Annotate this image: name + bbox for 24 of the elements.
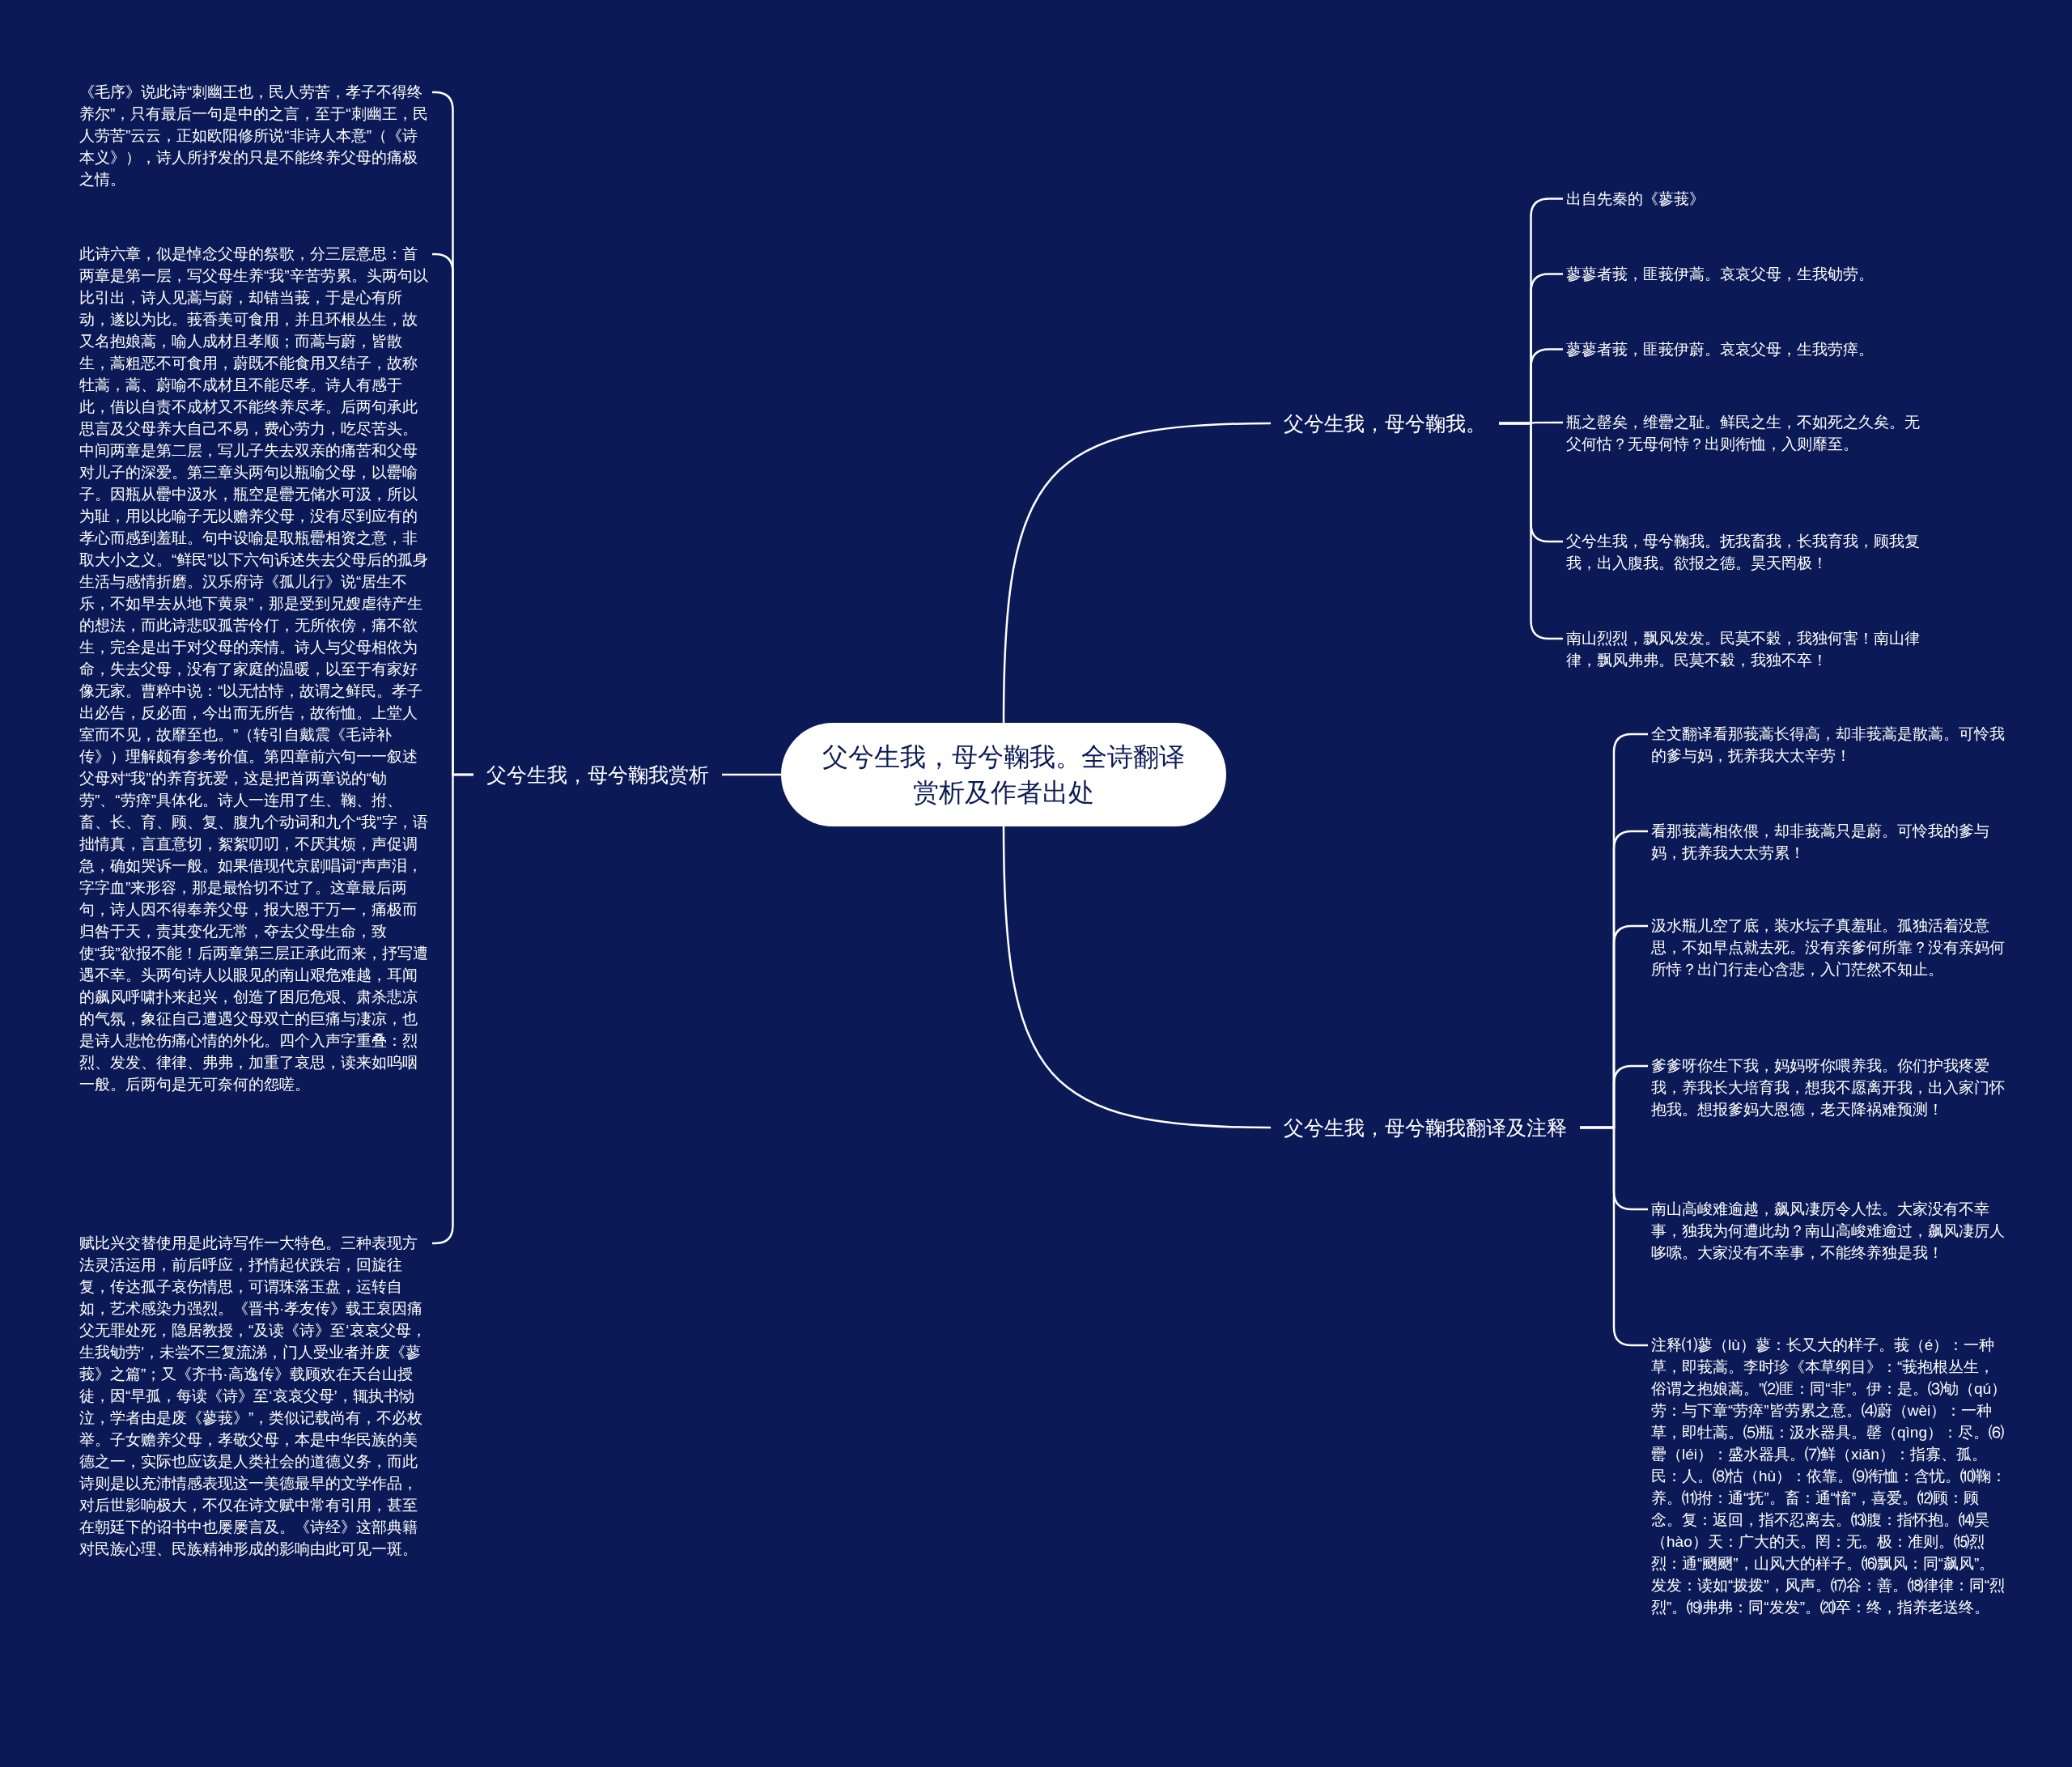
- connector-line: [1002, 422, 1272, 723]
- branch-topic: 父兮生我，母兮鞠我翻译及注释: [1271, 1111, 1580, 1144]
- leaf-text: 父兮生我，母兮鞠我。抚我畜我，长我育我，顾我复我，出入腹我。欲报之德。昊天罔极！: [1566, 530, 1922, 574]
- leaf-text: 出自先秦的《蓼莪》: [1566, 188, 1922, 210]
- leaf-text: 赋比兴交替使用是此诗写作一大特色。三种表现方法灵活运用，前后呼应，抒情起伏跌宕，回旋往复，传达孤子哀伤情思，可谓珠落玉盘，运转自如，艺术感染力强烈。《晋书·孝友传》载王裒因痛父无罪处死，隐居教授，“及读《诗》至‘哀哀父母，生我劬劳’，未尝不三复流涕，门人受业者并废《蓼莪》之篇”；又《齐书·高逸传》载顾欢在天台山授徒，因“早孤，每读《诗》至‘哀哀父母’，辄执书恸泣，学者由是废《蓼莪》”，类似记载尚有，不必枚举。子女赡养父母，孝敬父母，本是中华民族的美德之一，实际也应该是人类社会的道德义务，而此诗则是以充沛情感表现这一美德最早的文学作品，对后世影响极大，不仅在诗文赋中常有引用，甚至在朝廷下的诏书中也屡屡言及。《诗经》这部典籍对民族心理、民族精神形成的影响由此可见一斑。: [79, 1232, 429, 1560]
- leaf-text: 此诗六章，似是悼念父母的祭歌，分三层意思：首两章是第一层，写父母生养“我”辛苦劳累。头两句以比引出，诗人见蒿与蔚，却错当莪，于是心有所动，遂以为比。莪香美可食用，并且环根丛生，故又名抱娘蒿，喻人成材且孝顺；而蒿与蔚，皆散生，蒿粗恶不可食用，蔚既不能食用又结子，故称牡蒿，蒿、蔚喻不成材且不能尽孝。诗人有感于此，借以自责不成材又不能终养尽孝。后两句承此思言及父母养大自己不易，费心劳力，吃尽苦头。中间两章是第二层，写儿子失去双亲的痛苦和父母对儿子的深爱。第三章头两句以瓶喻父母，以罍喻子。因瓶从罍中汲水，瓶空是罍无储水可汲，所以为耻，用以比喻子无以赡养父母，没有尽到应有的孝心而感到羞耻。句中设喻是取瓶罍相资之意，非取大小之义。“鲜民”以下六句诉述失去父母后的孤身生活与感情折磨。汉乐府诗《孤儿行》说“居生不乐，不如早去从地下黄泉”，那是受到兄嫂虐待产生的想法，而此诗悲叹孤苦伶仃，无所依傍，痛不欲生，完全是出于对父母的亲情。诗人与父母相依为命，失去父母，没有了家庭的温暖，以至于有家好像无家。曹粹中说：“以无怙恃，故谓之鲜民。孝子出必告，反必面，今出而无所告，故衔恤。上堂人室而不见，故靡至也。”（转引自戴震《毛诗补传》）理解颇有参考价值。第四章前六句一一叙述父母对“我”的养育抚爱，这是把首两章说的“劬劳”、“劳瘁”具体化。诗人一连用了生、鞠、拊、畜、长、育、顾、复、腹九个动词和九个“我”字，语拙情真，言直意切，絮絮叨叨，不厌其烦，声促调急，确如哭诉一般。如果借现代京剧唱词“声声泪，字字血”来形容，那是最恰切不过了。这章最后两句，诗人因不得奉养父母，报大恩于万一，痛极而归咎于天，责其变化无常，夺去父母生命，致使“我”欲报不能！后两章第三层正承此而来，抒写遭遇不幸。头两句诗人以眼见的南山艰危难越，耳闻的飙风呼啸扑来起兴，创造了困厄危艰、肃杀悲凉的气氛，象征自己遭遇父母双亡的巨痛与凄凉，也是诗人悲怆伤痛心情的外化。四个入声字重叠：烈烈、发发、律律、弗弗，加重了哀思，读来如呜咽一般。后两句是无可奈何的怨嗟。: [79, 243, 429, 1095]
- branch-topic: 父兮生我，母兮鞠我赏析: [473, 758, 722, 791]
- connector-line: [722, 773, 781, 776]
- leaf-text: 看那莪蒿相依偎，却非莪蒿只是蔚。可怜我的爹与妈，抚养我大太劳累！: [1651, 820, 2007, 864]
- branch-topic: 父兮生我，母兮鞠我。: [1271, 407, 1499, 440]
- leaf-text: 南山高峻难逾越，飙风凄厉令人怯。大家没有不幸事，独我为何遭此劫？南山高峻难逾过，飙风凄厉人哆嗦。大家没有不幸事，不能终养独是我！: [1651, 1198, 2007, 1264]
- leaf-text: 注释⑴蓼（lù）蓼：长又大的样子。莪（é）：一种草，即莪蒿。李时珍《本草纲目》：“莪抱根丛生，俗谓之抱娘蒿。”⑵匪：同“非”。伊：是。⑶劬（qú）劳：与下章“劳瘁”皆劳累之意。⑷蔚（wèi）：一种草，即牡蒿。⑸瓶：汲水器具。罄（qìng）：尽。⑹罍（léi）：盛水器具。⑺鲜（xiǎn）：指寡、孤。民：人。⑻怙（hù）：依靠。⑼衔恤：含忧。⑽鞠：养。⑾拊：通“抚”。畜：通“慉”，喜爱。⑿顾：顾念。复：返回，指不忍离去。⒀腹：指怀抱。⒁昊（hào）天：广大的天。罔：无。极：准则。⒂烈烈：通“颲颲”，山风大的样子。⒃飘风：同“飙风”。发发：读如“拨拨”，风声。⒄谷：善。⒅律律：同“烈烈”。⒆弗弗：同“发发”。⒇卒：终，指养老送终。: [1651, 1334, 2007, 1618]
- leaf-text: 南山烈烈，飘风发发。民莫不穀，我独何害！南山律律，飘风弗弗。民莫不穀，我独不卒！: [1566, 627, 1922, 671]
- central-topic: 父兮生我，母兮鞠我。全诗翻译赏析及作者出处: [781, 723, 1226, 826]
- leaf-text: 蓼蓼者莪，匪莪伊蔚。哀哀父母，生我劳瘁。: [1566, 338, 1922, 360]
- leaf-text: 蓼蓼者莪，匪莪伊蒿。哀哀父母，生我劬劳。: [1566, 263, 1922, 285]
- leaf-text: 汲水瓶儿空了底，装水坛子真羞耻。孤独活着没意思，不如早点就去死。没有亲爹何所靠？没有亲妈何所恃？出门行走心含悲，入门茫然不知止。: [1651, 915, 2007, 980]
- connector-line: [1580, 1126, 1648, 1347]
- connector-line: [1499, 422, 1563, 640]
- leaf-text: 全文翻译看那莪蒿长得高，却非莪蒿是散蒿。可怜我的爹与妈，抚养我大太辛劳！: [1651, 723, 2007, 767]
- leaf-text: 《毛序》说此诗“刺幽王也，民人劳苦，孝子不得终养尔”，只有最后一句是中的之言，至于“刺幽王，民人劳苦”云云，正如欧阳修所说“非诗人本意”（《诗本义》），诗人所抒发的只是不能终养父母的痛极之情。: [79, 81, 429, 190]
- leaf-text: 爹爹呀你生下我，妈妈呀你喂养我。你们护我疼爱我，养我长大培育我，想我不愿离开我，出入家门怀抱我。想报爹妈大恩德，老天降祸难预测！: [1651, 1055, 2007, 1120]
- leaf-text: 瓶之罄矣，维罍之耻。鲜民之生，不如死之久矣。无父何怙？无母何恃？出则衔恤，入则靡至。: [1566, 411, 1922, 455]
- connector-line: [1002, 826, 1272, 1129]
